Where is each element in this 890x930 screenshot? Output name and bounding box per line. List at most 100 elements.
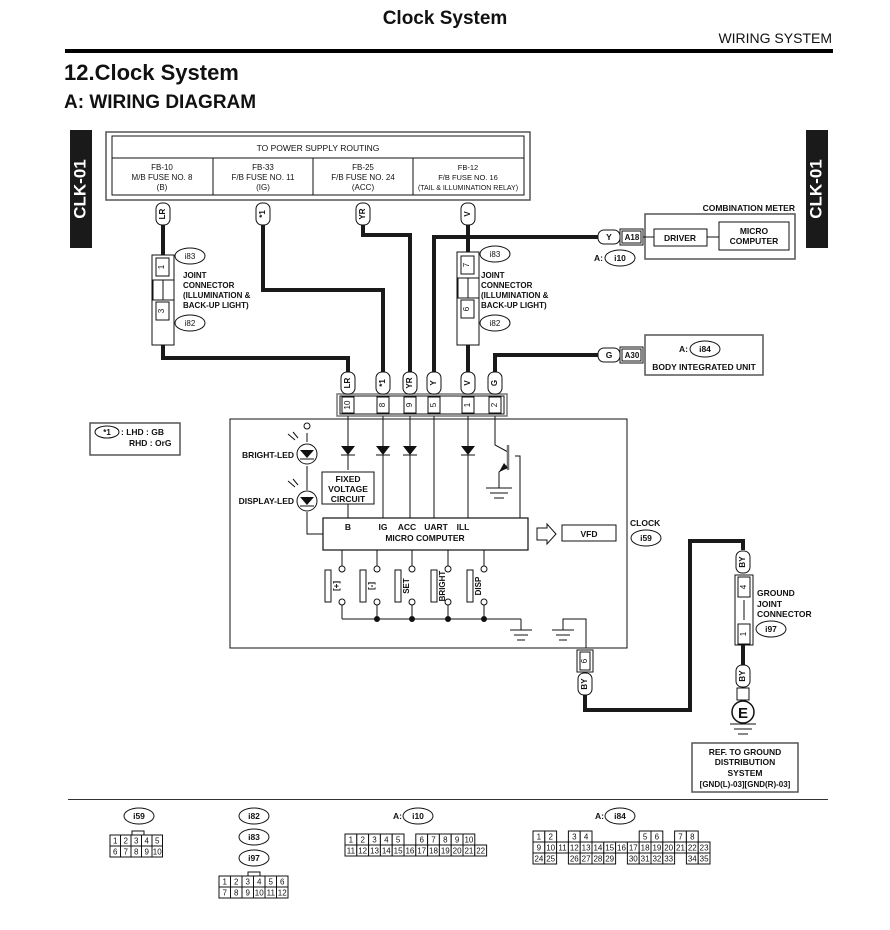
pin-cell: 8 <box>685 830 699 843</box>
pin-cell: 1 <box>344 833 358 846</box>
ground-e-icon <box>731 700 755 724</box>
svg-text:DISP: DISP <box>474 576 483 595</box>
svg-text:7: 7 <box>124 848 129 857</box>
section-heading: 12.Clock System <box>64 60 239 85</box>
svg-text:11: 11 <box>558 844 567 853</box>
svg-text:13: 13 <box>582 844 591 853</box>
ground-joint-connector: BY 4 1 GROUND JOINT CONNECTOR i97 BY E R… <box>691 550 812 793</box>
clk-tab-left[interactable]: CLK-01 <box>70 130 92 248</box>
conn-i83-left: i83 <box>185 252 196 261</box>
pin-a18: A18 <box>625 233 640 242</box>
svg-text:COMBINATION METER: COMBINATION METER <box>703 203 795 213</box>
svg-text:19: 19 <box>652 844 661 853</box>
pin-cell: 7 <box>427 833 440 846</box>
clock-pin: 8 <box>376 396 390 414</box>
clk-tab-right[interactable]: CLK-01 <box>806 130 828 248</box>
svg-text:i10: i10 <box>412 811 424 821</box>
diode-acc <box>403 446 417 456</box>
pin-cell: 23 <box>697 841 711 854</box>
pin-cell: 18 <box>427 844 440 857</box>
pin-cell: 32 <box>650 852 664 865</box>
svg-text:16: 16 <box>617 844 626 853</box>
pin-cell: 20 <box>662 841 676 854</box>
svg-text:CONNECTOR: CONNECTOR <box>183 281 235 290</box>
pin-cell: 9 <box>532 841 546 854</box>
switch-3: BRIGHT <box>430 550 452 622</box>
svg-text:14: 14 <box>382 847 391 856</box>
clock-ground-connector: 6 BY <box>576 649 594 696</box>
pin-cell: 6 <box>415 833 429 846</box>
svg-text:18: 18 <box>429 847 438 856</box>
svg-text:E: E <box>738 705 748 722</box>
pin-cell: 1 <box>109 834 121 847</box>
svg-text:18: 18 <box>641 844 650 853</box>
pin-cell: 30 <box>626 852 640 865</box>
svg-text:ILL: ILL <box>457 522 470 532</box>
svg-text:11: 11 <box>267 889 276 898</box>
svg-text:RHD : OrG: RHD : OrG <box>129 438 172 448</box>
page-title: Clock System <box>382 8 508 29</box>
display-led-label: DISPLAY-LED <box>239 496 294 506</box>
pin-cell: 31 <box>638 852 652 865</box>
svg-text:11: 11 <box>347 847 356 856</box>
fuse-fb33: FB-33 F/B FUSE NO. 11 (IG) <box>232 163 296 192</box>
pin-cell: 17 <box>415 844 429 857</box>
micro-computer-label: MICRO COMPUTER <box>385 533 464 543</box>
svg-text:13: 13 <box>370 847 379 856</box>
pin-cell: 2 <box>544 830 558 843</box>
svg-text:12: 12 <box>570 844 579 853</box>
pin-cell: 5 <box>264 875 277 888</box>
svg-text:F/B FUSE NO. 16: F/B FUSE NO. 16 <box>438 173 498 182</box>
svg-text:REF. TO GROUND: REF. TO GROUND <box>709 747 782 757</box>
svg-text:6: 6 <box>113 848 118 857</box>
pin-cell: 6 <box>109 845 121 858</box>
pin-cell: 10 <box>544 841 558 854</box>
svg-text:FIXED: FIXED <box>335 474 360 484</box>
svg-text:IG: IG <box>379 522 388 532</box>
svg-text:GROUND: GROUND <box>757 588 795 598</box>
pin-cell: 24 <box>532 852 546 865</box>
body-integrated-unit: A: i84 BODY INTEGRATED UNIT G A30 <box>597 334 764 376</box>
subsection-heading: A: WIRING DIAGRAM <box>64 92 257 113</box>
switch-0: [+] <box>324 550 346 619</box>
svg-text:BY: BY <box>580 678 589 690</box>
svg-text:2: 2 <box>124 837 129 846</box>
svg-text:25: 25 <box>546 855 555 864</box>
svg-text:YR: YR <box>358 208 367 219</box>
svg-text:5: 5 <box>643 833 648 842</box>
pin-cell: 18 <box>638 841 652 854</box>
pin-cell: 12 <box>567 841 581 854</box>
svg-text:3: 3 <box>134 837 139 846</box>
svg-text:7: 7 <box>678 833 683 842</box>
wire-tag-v-top: V <box>460 202 476 226</box>
svg-text:1: 1 <box>739 631 748 636</box>
pin-cell: 15 <box>391 844 405 857</box>
svg-text:5: 5 <box>396 836 401 845</box>
svg-text:BY: BY <box>738 556 747 568</box>
pin-cell: 21 <box>462 844 476 857</box>
fuse-fb12: FB-12 F/B FUSE NO. 16 (TAIL & ILLUMINATI… <box>418 163 518 192</box>
svg-text:M/B FUSE NO. 8: M/B FUSE NO. 8 <box>132 173 193 182</box>
svg-text:3: 3 <box>246 878 251 887</box>
svg-text:22: 22 <box>688 844 697 853</box>
svg-text:3: 3 <box>372 836 377 845</box>
pin-cell: 4 <box>579 830 593 843</box>
svg-text:23: 23 <box>700 844 709 853</box>
clock-pin: 1 <box>461 396 475 414</box>
pin-cell: 8 <box>130 845 142 858</box>
svg-text:3: 3 <box>157 308 166 313</box>
svg-text:8: 8 <box>134 848 139 857</box>
svg-text:DRIVER: DRIVER <box>664 233 696 243</box>
svg-text:5: 5 <box>155 837 160 846</box>
svg-text:CLK-01: CLK-01 <box>70 159 89 219</box>
svg-text:20: 20 <box>664 844 673 853</box>
svg-text:(ILLUMINATION &: (ILLUMINATION & <box>183 291 251 300</box>
svg-text:*1: *1 <box>378 379 387 387</box>
wires <box>161 225 745 712</box>
svg-text:LR: LR <box>158 208 167 219</box>
svg-text:10: 10 <box>153 848 162 857</box>
svg-text:BACK-UP LIGHT): BACK-UP LIGHT) <box>183 301 249 310</box>
svg-text:9: 9 <box>455 836 460 845</box>
svg-text:5: 5 <box>429 402 438 407</box>
